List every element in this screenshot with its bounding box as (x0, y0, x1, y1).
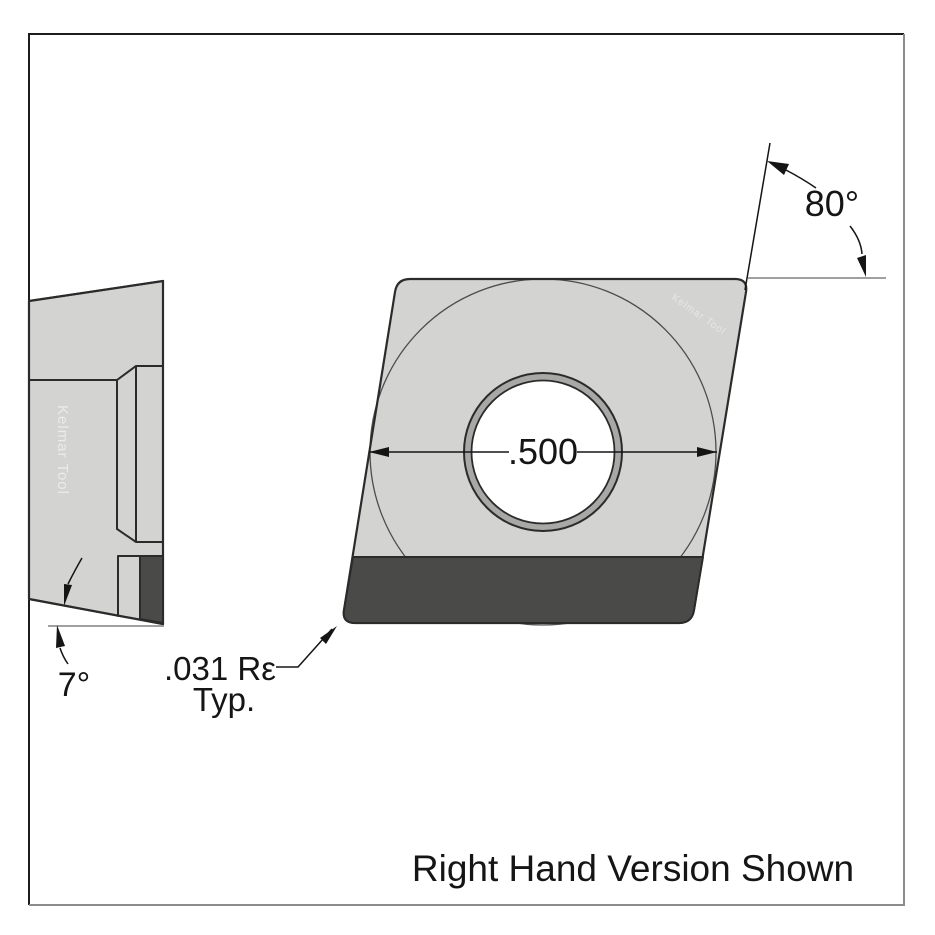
ic-arrowhead-left (369, 447, 389, 457)
clearance-arrow-tail-lower (59, 647, 69, 665)
corner-angle-dimension: 80° (744, 142, 886, 291)
clearance-arrowhead-upper (64, 584, 72, 606)
nose-radius-qualifier-label: Typ. (193, 681, 255, 718)
ic-arrowhead-right (697, 447, 717, 457)
clearance-arrow-tail-upper (67, 557, 83, 585)
corner-arrowhead-lower (857, 255, 866, 277)
side-view-feature-lines (28, 365, 164, 617)
watermark-side-view: Kelmar Tool (54, 405, 71, 495)
edge-extension-line (744, 142, 771, 291)
ic-dimension-label: .500 (508, 431, 578, 472)
frame-bottom-right-border (29, 34, 905, 906)
nose-radius-label: .031 Rε (164, 650, 276, 687)
ic-dimension: .500 (369, 431, 717, 472)
corner-angle-label: 80° (805, 183, 859, 224)
nose-radius-callout: .031 Rε Typ. (164, 626, 337, 718)
drawing-frame (28, 33, 905, 906)
brazed-tip-band (342, 556, 704, 624)
clearance-arrowhead-lower (56, 625, 65, 648)
main-view: Kelmar Tool (342, 277, 748, 626)
corner-arrow-tail-lower (849, 225, 863, 255)
frame-top-left-border (28, 33, 904, 905)
side-view-brazed-tip (139, 555, 164, 624)
side-view-outline (28, 279, 164, 626)
clearance-angle-label: 7° (58, 666, 91, 704)
corner-arrowhead-upper (767, 161, 789, 175)
side-view: Kelmar Tool (27, 279, 165, 626)
corner-arrow-tail-upper (785, 169, 817, 189)
nose-radius-arrowhead (320, 626, 337, 644)
caption: Right Hand Version Shown (412, 848, 854, 889)
nose-radius-leader (276, 628, 333, 668)
clearance-angle-dimension: 7° (48, 557, 164, 704)
